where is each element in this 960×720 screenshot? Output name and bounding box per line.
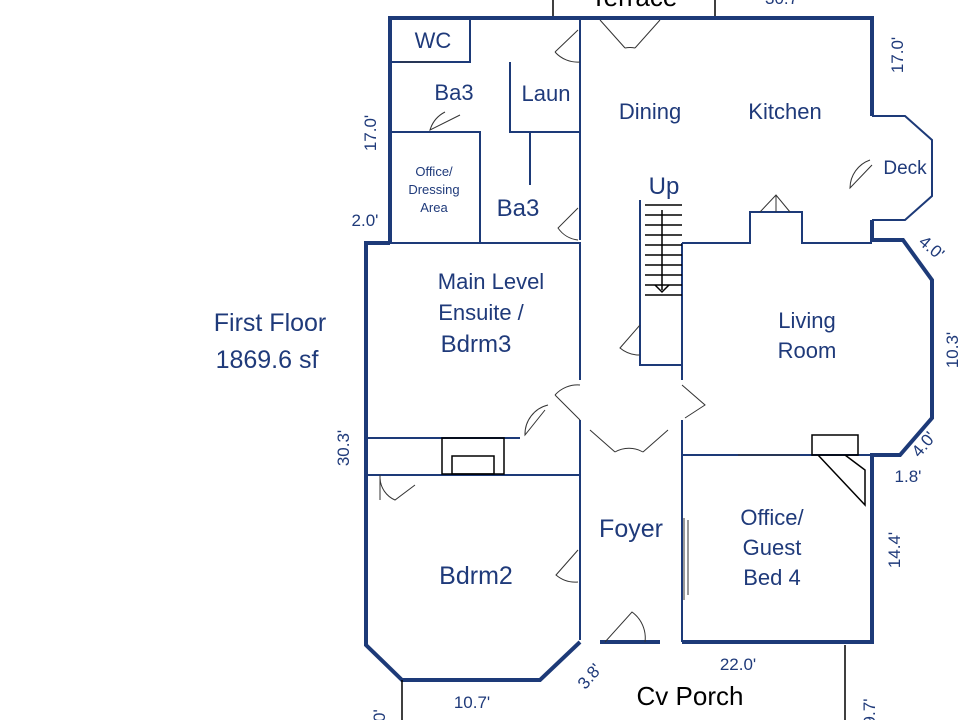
- dim-angle-top: 4.0': [915, 232, 948, 264]
- stairs: [645, 204, 682, 296]
- room-label-office-dressing-3: Area: [420, 200, 448, 215]
- room-label-ensuite-3: Bdrm3: [441, 331, 512, 358]
- dim-bottom-angle: 3.8': [574, 660, 606, 693]
- room-label-office-dressing-2: Dressing: [408, 182, 459, 197]
- room-label-ensuite-1: Main Level: [438, 269, 544, 294]
- room-label-bdrm2: Bdrm2: [439, 562, 513, 590]
- deck-outline: [872, 115, 933, 221]
- room-label-wc: WC: [415, 28, 452, 53]
- porch-outline: [401, 645, 846, 720]
- dim-porch-right: 9.7': [860, 699, 879, 720]
- dim-left-upper: 17.0': [361, 115, 380, 151]
- stairs-label-up: Up: [649, 173, 680, 200]
- room-label-office-dressing-1: Office/: [415, 164, 453, 179]
- dim-office-right: 14.4': [885, 532, 904, 568]
- dim-angle-bottom: 4.0': [908, 428, 940, 461]
- dim-left-step: 2.0': [352, 211, 379, 230]
- room-label-living-1: Living: [778, 308, 835, 333]
- room-label-ba3-mid: Ba3: [497, 195, 540, 222]
- interior-walls: [366, 18, 872, 642]
- room-label-ba3-top: Ba3: [434, 80, 473, 105]
- room-label-deck: Deck: [883, 158, 927, 179]
- dim-step-right: 1.8': [895, 467, 922, 486]
- room-label-ensuite-2: Ensuite /: [438, 300, 524, 325]
- exterior-wall: [364, 16, 934, 682]
- room-label-terrace: Terrace: [591, 0, 678, 12]
- dim-kitchen-right: 17.0': [888, 37, 907, 73]
- dim-top: 30.7': [765, 0, 801, 8]
- floor-title: First Floor: [214, 309, 327, 337]
- room-label-living-2: Room: [778, 338, 837, 363]
- dim-bottom-right: 22.0': [720, 655, 756, 674]
- fireplace-icon: [811, 434, 866, 507]
- dim-left-main: 30.3': [334, 430, 353, 466]
- door-icons: [379, 19, 873, 643]
- floor-area: 1869.6 sf: [216, 346, 319, 374]
- dim-living-right: 10.3': [943, 332, 960, 368]
- room-label-office-guest-1: Office/: [740, 505, 804, 530]
- room-label-foyer: Foyer: [599, 515, 663, 543]
- room-label-office-guest-2: Guest: [743, 535, 802, 560]
- room-label-kitchen: Kitchen: [748, 99, 821, 124]
- fireplace-icon: [441, 437, 505, 475]
- room-label-office-guest-3: Bed 4: [743, 565, 801, 590]
- room-label-porch: Cv Porch: [637, 681, 744, 711]
- dim-bottom-left: 10.7': [454, 693, 490, 712]
- room-label-laun: Laun: [522, 81, 571, 106]
- room-label-dining: Dining: [619, 99, 681, 124]
- dim-porch-left: 0': [370, 709, 389, 720]
